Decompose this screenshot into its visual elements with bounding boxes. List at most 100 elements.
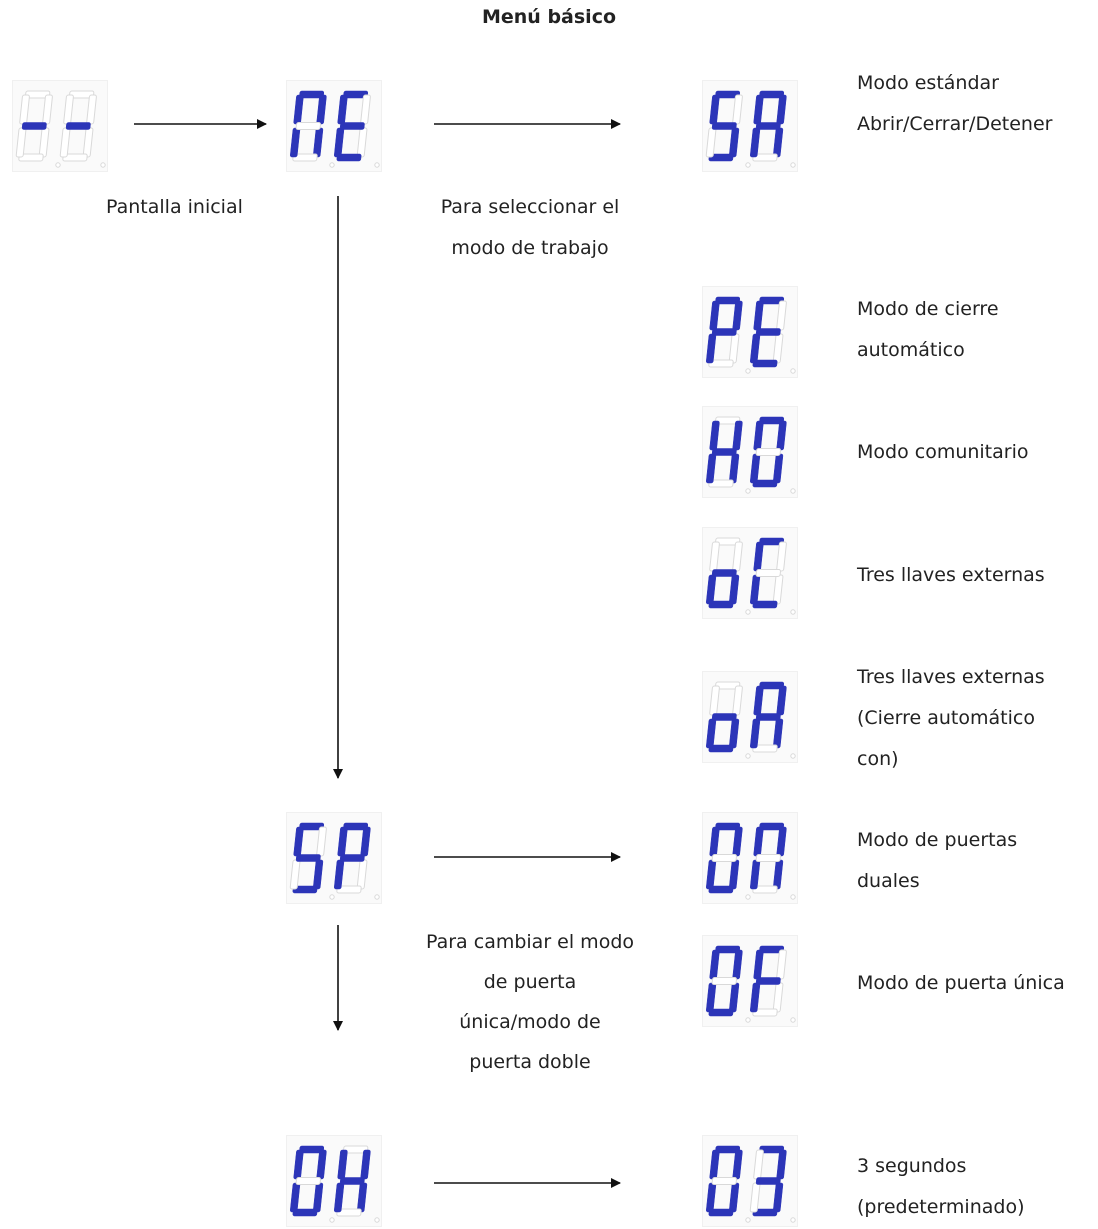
display-ne [286, 80, 382, 172]
seven-segment-ho [706, 416, 796, 494]
segment-g-off [755, 854, 781, 862]
label-sa: Modo estándar Abrir/Cerrar/Detener [857, 72, 1053, 135]
segment-a-on [299, 1145, 325, 1154]
segment-g-on [755, 328, 781, 336]
display-ho [702, 406, 798, 498]
digit-left [289, 822, 327, 894]
segment-g-on [295, 854, 321, 862]
label-oc: Tres llaves externas [857, 564, 1045, 586]
decimal-dot-0 [745, 1217, 751, 1223]
decimal-dot-1 [374, 162, 380, 168]
digit-right [750, 822, 787, 894]
segment-g-on [711, 569, 737, 577]
segment-d-on [708, 885, 734, 894]
segment-g-on [755, 977, 781, 985]
digit-right [334, 1145, 371, 1217]
digit-right [334, 90, 371, 162]
segment-d-on [708, 1008, 734, 1017]
seven-segment-pe [706, 296, 796, 374]
decimal-dot-1 [790, 162, 796, 168]
seven-segment-sp [289, 822, 380, 900]
segment-d-off [752, 885, 778, 894]
digit-left [706, 822, 743, 894]
digit-right [750, 945, 787, 1017]
decimal-dot-0 [745, 368, 751, 374]
seven-segment-o3 [706, 1145, 796, 1223]
segment-a-off [342, 1145, 369, 1154]
segment-g-on [711, 713, 737, 721]
label-oa: Tres llaves externas (Cierre automático … [857, 666, 1045, 770]
display-oh [286, 1135, 382, 1227]
seven-segment-of [706, 945, 796, 1023]
digit-right [750, 296, 787, 368]
segment-g-on [755, 713, 781, 721]
digit-left [706, 681, 743, 753]
segment-a-on [715, 822, 741, 831]
decimal-dot-0 [55, 162, 61, 168]
segment-g-on [339, 1177, 365, 1185]
display-of [702, 935, 798, 1027]
segment-d-on [292, 1208, 318, 1217]
seven-segment-sa [705, 90, 796, 168]
decimal-dot-1 [790, 368, 796, 374]
segment-g-on [755, 122, 781, 130]
label-ho: Modo comunitario [857, 441, 1029, 463]
segment-d-off [752, 744, 778, 753]
display-oa [702, 671, 798, 763]
segment-g-on [711, 328, 737, 336]
segment-d-off [708, 479, 734, 488]
decimal-dot-0 [745, 488, 751, 494]
seven-segment-oc [706, 537, 796, 615]
digit-right [750, 537, 787, 609]
segment-d-off [708, 359, 734, 368]
segment-a-on [343, 822, 369, 831]
segment-g-off [295, 1177, 321, 1185]
label-on: Modo de puertas duales [857, 829, 1018, 892]
digit-right [750, 416, 787, 488]
segment-d-on [708, 744, 734, 753]
segment-d-on [752, 600, 778, 609]
decimal-dot-0 [745, 162, 751, 168]
segment-g-on [339, 854, 365, 862]
digit-left [705, 90, 743, 162]
seven-segment-initial [15, 90, 106, 168]
seven-segment-ne [290, 90, 380, 168]
decimal-dot-1 [790, 1017, 796, 1023]
segment-d-on [336, 153, 362, 162]
decimal-dot-1 [790, 1217, 796, 1223]
display-pe [702, 286, 798, 378]
decimal-dot-1 [374, 1217, 380, 1223]
digit-left [15, 90, 53, 162]
segment-a-on [715, 945, 741, 954]
seven-segment-oh [290, 1145, 380, 1223]
seven-segment-oa [706, 681, 796, 759]
digit-left [706, 416, 743, 488]
decimal-dot-1 [374, 894, 380, 900]
label-of: Modo de puerta única [857, 972, 1065, 994]
digit-left [290, 90, 327, 162]
display-o3 [702, 1135, 798, 1227]
segment-d-off [292, 153, 318, 162]
segment-d-on [708, 600, 734, 609]
digit-left [290, 1145, 327, 1217]
display-sp [286, 812, 382, 904]
display-initial [12, 80, 108, 172]
segment-d-on [708, 1208, 734, 1217]
display-on [702, 812, 798, 904]
segment-d-off [752, 153, 778, 162]
segment-a-on [759, 681, 785, 690]
decimal-dot-0 [329, 894, 335, 900]
segment-g-off [755, 569, 781, 577]
display-sa [702, 80, 798, 172]
decimal-dot-1 [790, 609, 796, 615]
segment-d-off [752, 1008, 778, 1017]
segment-a-on [299, 90, 325, 99]
decimal-dot-0 [329, 1217, 335, 1223]
digit-left [706, 945, 743, 1017]
decimal-dot-0 [745, 894, 751, 900]
digit-right [59, 90, 97, 162]
digit-right [750, 90, 787, 162]
segment-a-off [714, 416, 741, 425]
segment-d-off [336, 1208, 362, 1217]
decimal-dot-1 [790, 894, 796, 900]
